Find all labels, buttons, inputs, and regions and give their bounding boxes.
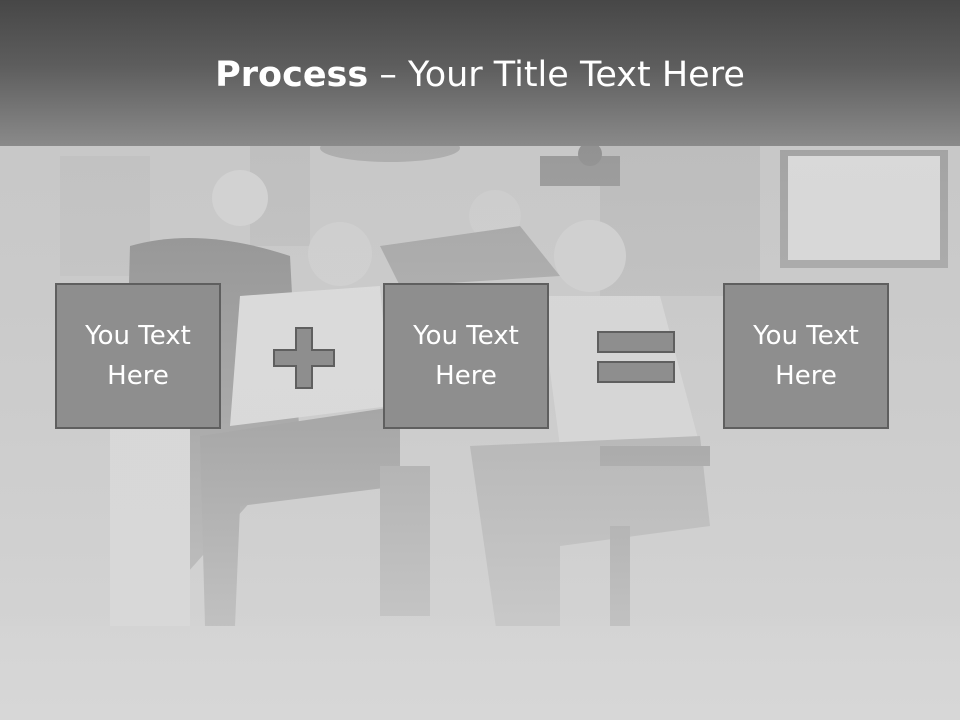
process-box-2-text: You Text Here [413,321,519,391]
process-box-3[interactable]: You Text Here [723,283,889,429]
title-rest: – Your Title Text Here [368,55,745,95]
title-bar [0,0,960,146]
process-box-3-text: You Text Here [753,321,859,391]
background-photo [0,146,960,720]
process-box-2[interactable]: You Text Here [383,283,549,429]
process-box-1-text: You Text Here [85,321,191,391]
slide-title: Process – Your Title Text Here [0,52,960,98]
background-photo-illustration [0,146,960,720]
process-box-1[interactable]: You Text Here [55,283,221,429]
plus-icon [273,327,335,389]
title-bold: Process [215,55,369,95]
equals-icon [597,331,675,383]
